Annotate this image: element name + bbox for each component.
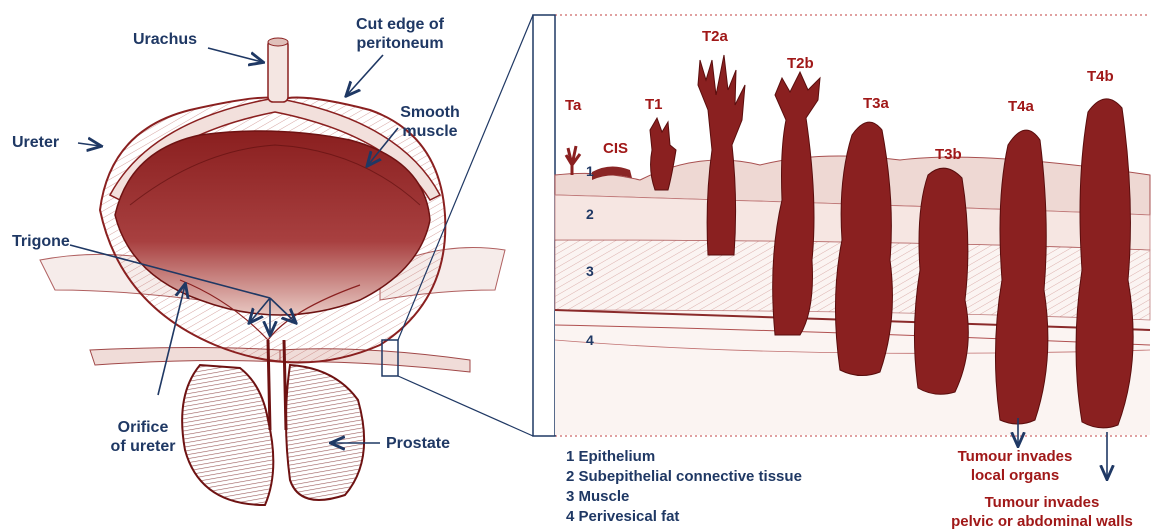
tumour-t4b (1076, 99, 1133, 428)
staging-cross-section (533, 15, 1150, 478)
outcome-t4a: Tumour invades local organs (940, 447, 1090, 485)
outcome-t4b-line1: Tumour invades (934, 493, 1150, 512)
stage-label-t4a: T4a (1008, 98, 1034, 116)
stage-label-t3a: T3a (863, 95, 889, 113)
outcome-t4a-line1: Tumour invades (940, 447, 1090, 466)
stage-label-t1: T1 (645, 96, 663, 114)
tumour-ta (566, 146, 580, 175)
stage-label-cis: CIS (603, 140, 628, 158)
layer-number-1: 1 (586, 163, 594, 179)
label-cut-edge-line2: peritoneum (350, 34, 450, 53)
label-cut-edge-line1: Cut edge of (350, 15, 450, 34)
tumour-t4a (995, 130, 1047, 424)
label-smooth-muscle: Smooth muscle (395, 103, 465, 141)
label-smooth-muscle-line1: Smooth (395, 103, 465, 122)
stage-label-t2a: T2a (702, 28, 728, 46)
legend-item-muscle: 3 Muscle (566, 487, 802, 507)
legend-item-subepithelial: 2 Subepithelial connective tissue (566, 467, 802, 487)
stage-label-t3b: T3b (935, 146, 962, 164)
stage-label-t4b: T4b (1087, 68, 1114, 86)
legend-item-epithelium: 1 Epithelium (566, 447, 802, 467)
label-orifice-line2: of ureter (98, 437, 188, 456)
layer-number-3: 3 (586, 263, 594, 279)
stage-label-t2b: T2b (787, 55, 814, 73)
label-ureter: Ureter (12, 133, 59, 152)
label-cut-edge-peritoneum: Cut edge of peritoneum (350, 15, 450, 53)
layer-number-2: 2 (586, 206, 594, 222)
stage-label-ta: Ta (565, 97, 581, 115)
label-trigone: Trigone (12, 232, 70, 251)
label-orifice-of-ureter: Orifice of ureter (98, 418, 188, 456)
legend-item-perivesical-fat: 4 Perivesical fat (566, 507, 802, 527)
label-smooth-muscle-line2: muscle (395, 122, 465, 141)
tumour-t3b (914, 168, 968, 394)
outcome-t4b: Tumour invades pelvic or abdominal walls (934, 493, 1150, 531)
outcome-t4a-line2: local organs (940, 466, 1090, 485)
layer-legend: 1 Epithelium 2 Subepithelial connective … (566, 447, 802, 527)
label-urachus: Urachus (133, 30, 197, 49)
label-prostate: Prostate (386, 434, 450, 453)
layer-number-4: 4 (586, 332, 594, 348)
label-orifice-line1: Orifice (98, 418, 188, 437)
outcome-t4b-line2: pelvic or abdominal walls (934, 512, 1150, 531)
